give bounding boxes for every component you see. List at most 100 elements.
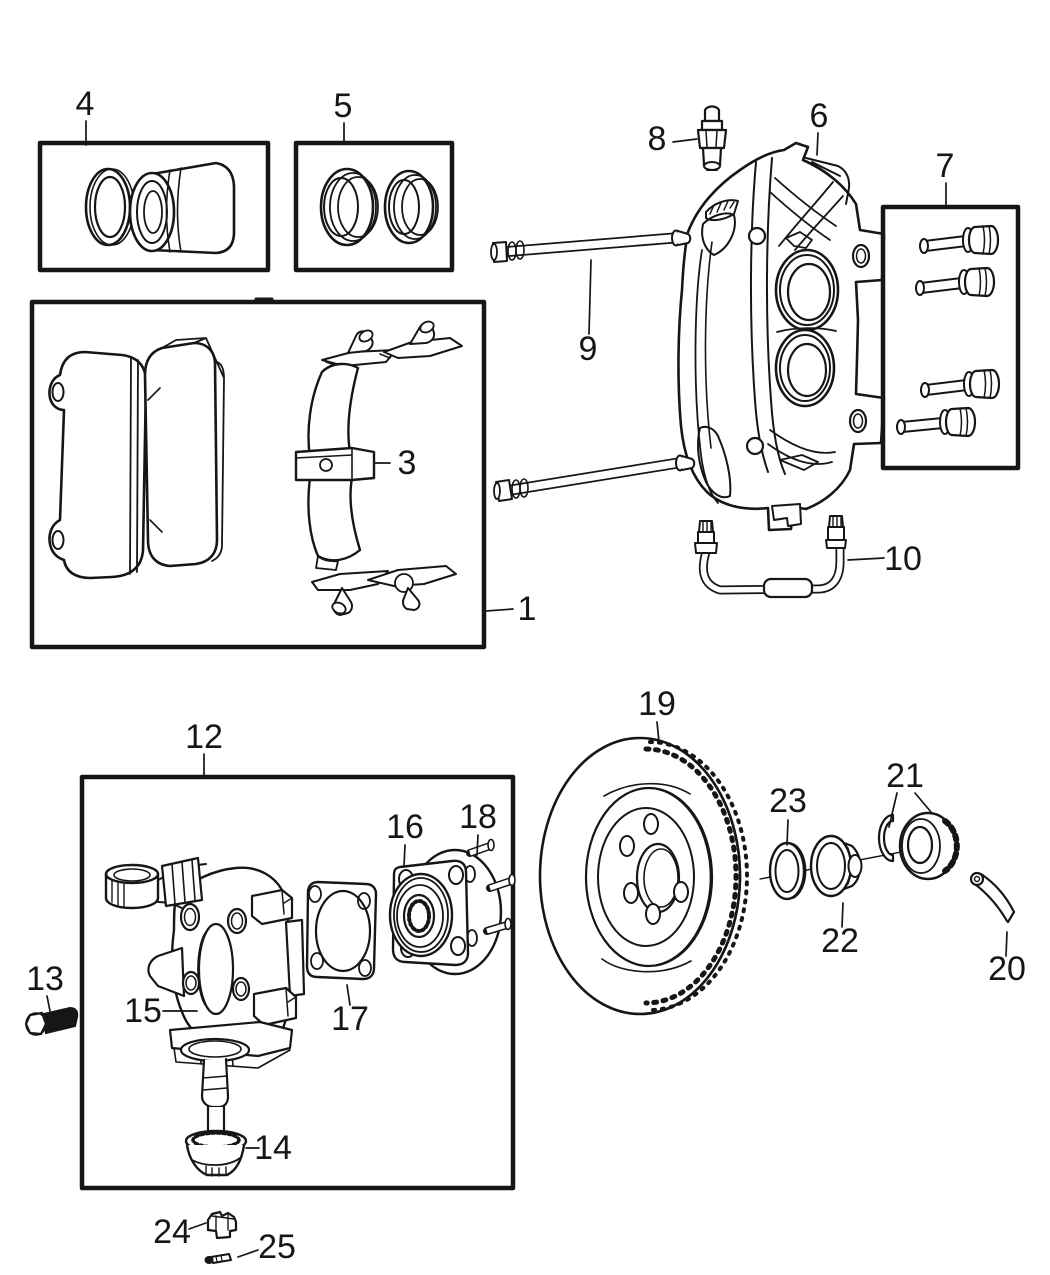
pad-spring-icon bbox=[294, 362, 376, 571]
callout-7: 7 bbox=[936, 147, 955, 207]
callout-3: 3 bbox=[373, 444, 417, 482]
wheel-stud-icon bbox=[466, 838, 495, 857]
callout-label: 17 bbox=[331, 1000, 369, 1038]
callout-label: 20 bbox=[988, 950, 1026, 988]
callout-15: 15 bbox=[124, 992, 198, 1030]
callout-20: 20 bbox=[988, 931, 1026, 988]
rotor-lug-hole bbox=[645, 903, 661, 925]
piston-seal-icon bbox=[84, 167, 135, 247]
rotor-lug-hole bbox=[673, 881, 689, 903]
callout-label: 8 bbox=[648, 120, 667, 158]
brake-pad-icon bbox=[143, 337, 225, 568]
pad-clip-icon bbox=[321, 329, 397, 367]
callout-label: 6 bbox=[810, 97, 829, 135]
callout-5: 5 bbox=[334, 87, 353, 144]
callouts: 4 5 8 6 7 9 1 3 bbox=[26, 85, 1026, 1266]
brake-rotor bbox=[538, 736, 749, 1016]
caliper-ear-hole bbox=[848, 408, 868, 434]
callout-9: 9 bbox=[579, 259, 598, 368]
callout-label: 19 bbox=[638, 685, 676, 723]
kit-box-guide-pin-bolts bbox=[880, 204, 1021, 471]
retainer-pin-icon bbox=[204, 1253, 232, 1264]
callout-label: 9 bbox=[579, 330, 598, 368]
ball-joint-bolt-icon bbox=[24, 1006, 79, 1036]
callout-label: 7 bbox=[936, 147, 955, 185]
bleeder-screw-icon bbox=[696, 105, 728, 171]
callout-12: 12 bbox=[185, 718, 223, 777]
hub-gasket-icon bbox=[305, 880, 378, 981]
kit-box-piston-seal bbox=[37, 140, 271, 273]
callout-22: 22 bbox=[821, 902, 859, 960]
wheel-stud-icon bbox=[486, 873, 516, 892]
callout-23: 23 bbox=[769, 782, 807, 846]
hub-bearing-icon bbox=[388, 838, 516, 976]
callout-24: 24 bbox=[153, 1213, 207, 1251]
callout-10: 10 bbox=[847, 540, 922, 578]
cotter-pin-icon bbox=[969, 871, 1016, 924]
callout-label: 24 bbox=[153, 1213, 191, 1251]
callout-label: 25 bbox=[258, 1228, 296, 1266]
callout-label: 4 bbox=[76, 85, 95, 123]
caliper-guide-pin-icon bbox=[490, 229, 692, 263]
callout-4: 4 bbox=[76, 85, 95, 146]
rotor-lug-hole bbox=[623, 882, 639, 904]
wheel-stud-icon bbox=[483, 917, 512, 935]
pad-clip-icon bbox=[367, 565, 457, 611]
callout-13: 13 bbox=[26, 960, 64, 1012]
nut-retainer-icon bbox=[898, 811, 960, 881]
caliper-piston-bore bbox=[774, 328, 836, 408]
wave-washer-icon bbox=[877, 813, 895, 863]
callout-label: 15 bbox=[124, 992, 162, 1030]
callout-label: 14 bbox=[254, 1129, 292, 1167]
brake-caliper bbox=[677, 141, 886, 532]
callout-label: 12 bbox=[185, 718, 223, 756]
callout-17: 17 bbox=[331, 984, 369, 1038]
caliper-piston-bore bbox=[774, 248, 840, 332]
ball-joint-boot-icon bbox=[184, 1129, 248, 1177]
callout-label: 23 bbox=[769, 782, 807, 820]
callout-label: 5 bbox=[334, 87, 353, 125]
callout-8: 8 bbox=[648, 120, 698, 158]
spindle-nut-icon bbox=[809, 834, 863, 898]
piston-icon bbox=[128, 161, 236, 255]
brake-pad-icon bbox=[48, 350, 148, 580]
rotor-lug-hole bbox=[643, 813, 659, 835]
caliper-ear-hole bbox=[851, 243, 871, 269]
kit-box-piston-boots bbox=[293, 140, 455, 273]
spindle-washer-icon bbox=[768, 841, 807, 901]
piston-boot-icon bbox=[319, 167, 379, 247]
callout-label: 10 bbox=[884, 540, 922, 578]
pad-clip-icon bbox=[311, 570, 389, 616]
callout-1: 1 bbox=[485, 590, 537, 628]
pad-clip-icon bbox=[383, 320, 463, 359]
guide-pin-bolt-icon bbox=[920, 368, 1001, 400]
callout-16: 16 bbox=[386, 808, 424, 867]
hose-fitting bbox=[694, 520, 718, 554]
caliper-guide-pin-icon bbox=[493, 454, 696, 502]
guide-pin-bolt-icon bbox=[919, 224, 1000, 256]
callout-18: 18 bbox=[459, 798, 497, 856]
callout-21: 21 bbox=[886, 757, 932, 828]
brake-hose-icon bbox=[694, 515, 847, 599]
callout-label: 22 bbox=[821, 922, 859, 960]
steering-knuckle-icon bbox=[104, 856, 306, 1141]
rotor-lug-hole bbox=[619, 835, 635, 857]
kit-box-brake-pads bbox=[29, 297, 487, 650]
callout-19: 19 bbox=[638, 685, 676, 743]
guide-pin-bolt-icon bbox=[915, 266, 996, 298]
piston-boot-icon bbox=[383, 169, 439, 245]
guide-pin-bolt-icon bbox=[896, 406, 977, 438]
callout-label: 18 bbox=[459, 798, 497, 836]
callout-14: 14 bbox=[245, 1129, 292, 1167]
hose-fitting bbox=[825, 515, 847, 549]
callout-label: 3 bbox=[398, 444, 417, 482]
callout-6: 6 bbox=[810, 97, 829, 156]
callout-label: 21 bbox=[886, 757, 924, 795]
callout-label: 13 bbox=[26, 960, 64, 998]
callout-label: 1 bbox=[518, 590, 537, 628]
callout-25: 25 bbox=[237, 1228, 296, 1266]
nut-cage-icon bbox=[206, 1210, 238, 1240]
callout-label: 16 bbox=[386, 808, 424, 846]
